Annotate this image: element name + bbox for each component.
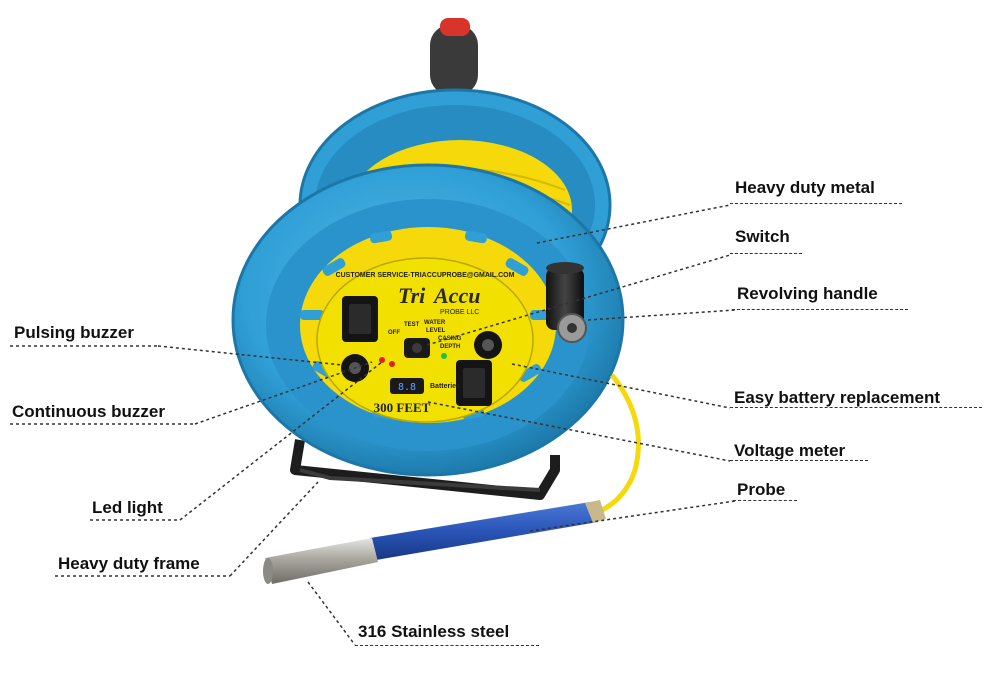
- leader-voltage-meter: [427, 401, 731, 462]
- batteries-text: Batteries: [430, 383, 460, 390]
- top-carry-handle: [430, 18, 478, 101]
- label-pulsing-buzzer: Pulsing buzzer: [14, 323, 134, 342]
- probe-cable: [596, 373, 641, 515]
- label-switch: Switch: [735, 227, 790, 246]
- leader-continuous-buzzer: [194, 361, 373, 425]
- label-stainless-steel: 316 Stainless steel: [358, 622, 510, 641]
- control-panel: CUSTOMER SERVICE-TRIACCUPROBE@GMAIL.COM …: [316, 257, 534, 423]
- stainless-steel-tip: [265, 538, 378, 584]
- led-red: [379, 357, 385, 363]
- voltage-meter-display: [390, 378, 424, 394]
- label-heavy-duty-frame: Heavy duty frame: [58, 554, 200, 573]
- heavy-duty-frame: [290, 439, 560, 500]
- voltage-meter-reading: 8.8: [398, 382, 416, 393]
- label-led-light: Led light: [92, 498, 163, 517]
- label-revolving-handle: Revolving handle: [737, 284, 878, 303]
- revolving-handle: [546, 262, 587, 343]
- switch-level-label: LEVEL: [426, 328, 446, 334]
- leader-led-light: [179, 361, 383, 521]
- leader-heavy-duty-metal: [536, 204, 731, 244]
- customer-service-text: CUSTOMER SERVICE-TRIACCUPROBE@GMAIL.COM: [336, 272, 515, 279]
- leader-switch: [426, 254, 731, 346]
- switch-test-label: TEST: [404, 322, 420, 328]
- switch-casing-label: CASING: [438, 336, 462, 342]
- brand-sub: PROBE LLC: [440, 309, 479, 316]
- switch-water-label: WATER: [424, 320, 446, 326]
- label-heavy-duty-metal: Heavy duty metal: [735, 178, 875, 197]
- brand-accu: Accu: [432, 283, 480, 308]
- label-continuous-buzzer: Continuous buzzer: [12, 402, 165, 421]
- switch-depth-label: DEPTH: [440, 344, 460, 350]
- leader-revolving-handle: [587, 309, 736, 321]
- label-voltage-meter: Voltage meter: [734, 441, 846, 460]
- leader-heavy-duty-frame: [229, 481, 319, 577]
- length-text: 300 FEET: [374, 400, 431, 415]
- switch-off-label: OFF: [388, 330, 400, 336]
- leader-stainless-steel: [307, 581, 356, 646]
- label-easy-battery-replacement: Easy battery replacement: [734, 388, 940, 407]
- leader-easy-battery-replacement: [511, 363, 731, 409]
- brand-tri: Tri: [398, 283, 426, 308]
- probe: [263, 500, 606, 584]
- leader-pulsing-buzzer: [157, 345, 343, 366]
- leader-probe: [529, 500, 736, 532]
- led-green: [441, 353, 447, 359]
- label-probe: Probe: [737, 480, 786, 499]
